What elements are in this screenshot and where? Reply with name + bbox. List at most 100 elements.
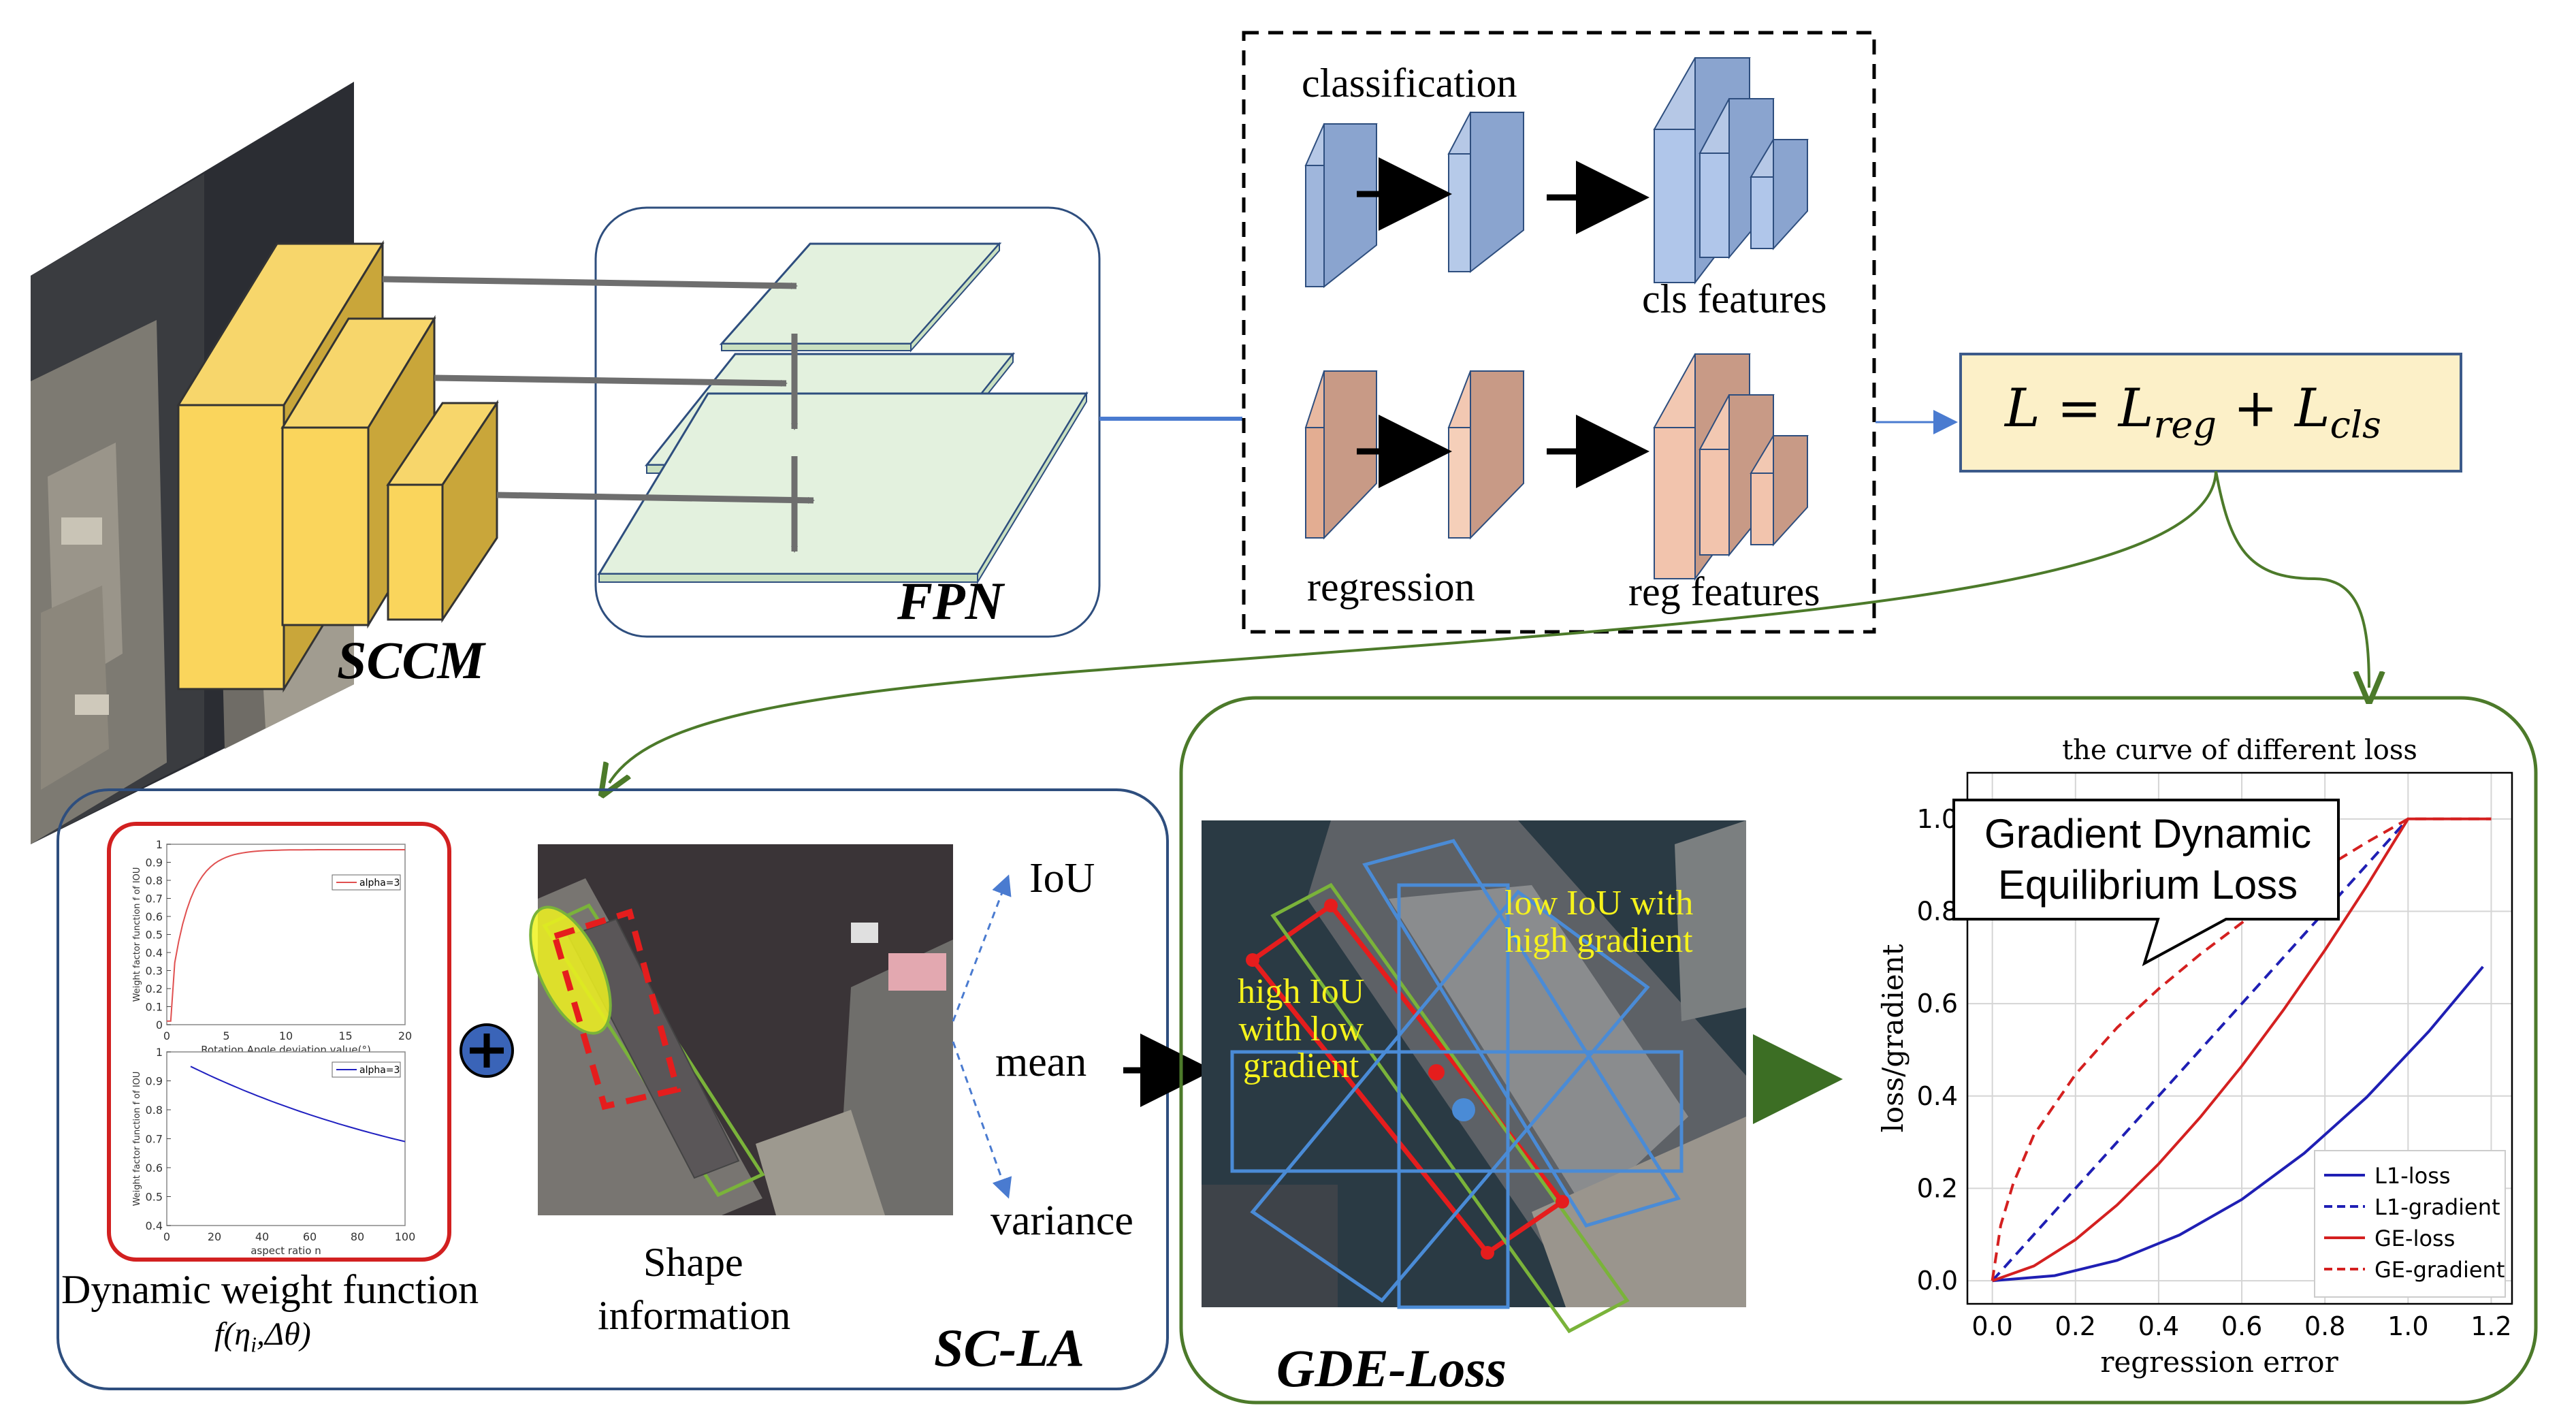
mini-y-tick-label: 0.8 (146, 874, 163, 887)
mini-x-tick-label: 60 (303, 1230, 317, 1243)
mini-x-tick-label: 10 (279, 1029, 293, 1042)
gde-aerial-image (1202, 820, 1746, 1334)
fpn-title: FPN (897, 571, 1003, 630)
gde-loss-title: GDE-Loss (1276, 1339, 1507, 1398)
chart-x-tick-label: 1.2 (2470, 1311, 2511, 1341)
sc-la-title: SC-LA (934, 1318, 1085, 1377)
mini-y-axis-label: Weight factor function f of IOU (132, 867, 142, 1002)
cls-features-label: cls features (1642, 276, 1827, 321)
loss-plus: + (2216, 378, 2295, 439)
mini-y-tick-label: 0.3 (146, 965, 163, 978)
gde-callout (1952, 799, 2340, 967)
loss-box (1959, 353, 2462, 473)
mini-x-tick-label: 0 (163, 1029, 170, 1042)
chart-y-tick-label: 0.2 (1917, 1173, 1958, 1203)
chart-y-tick-label: 0.6 (1917, 989, 1958, 1019)
high-iou-line3: gradient (1242, 1046, 1359, 1086)
chart-x-tick-label: 0.6 (2221, 1311, 2262, 1341)
callout-line1: Gradient Dynamic (1984, 811, 2312, 857)
chart-y-tick-label: 0.4 (1917, 1081, 1958, 1111)
mini-x-tick-label: 5 (223, 1029, 229, 1042)
high-iou-annotation: high IoU with low gradient (1238, 972, 1365, 1086)
chart-legend-label: GE-loss (2374, 1226, 2455, 1251)
mini-curve (190, 1066, 406, 1142)
detection-head-box (1242, 31, 1876, 634)
callout-line2: Equilibrium Loss (1997, 862, 2298, 908)
mini-y-tick-label: 0 (156, 1019, 163, 1031)
iou-label: IoU (1029, 855, 1095, 901)
mini-legend-label: alpha=3 (359, 1065, 400, 1076)
gde-loss-box (1179, 696, 2538, 1405)
mini-x-tick-label: 80 (351, 1230, 364, 1243)
chart-x-tick-label: 1.0 (2387, 1311, 2428, 1341)
shape-label-line2: information (598, 1293, 791, 1338)
head-arrows (1357, 157, 1649, 488)
loss-equation: L = Lreg + Lcls (2005, 378, 2381, 447)
to-variance-arrow (952, 1041, 1012, 1199)
loss-to-gde-arrow (2215, 470, 2369, 688)
chart-legend-label: L1-gradient (2374, 1194, 2500, 1220)
reg-features-label: reg features (1628, 569, 1820, 614)
mini-y-tick-label: 0.5 (146, 1191, 163, 1204)
to-iou-arrow (952, 874, 1012, 1022)
mini-x-tick-label: 15 (338, 1029, 352, 1042)
low-iou-line2: high gradient (1504, 921, 1693, 960)
formula-main: f(η (214, 1316, 251, 1352)
mini-legend-label: alpha=3 (359, 878, 400, 889)
dynamic-weight-function-label: Dynamic weight function (61, 1267, 479, 1312)
mini-x-tick-label: 0 (163, 1230, 170, 1243)
cls-branch (1304, 57, 1809, 289)
mini-y-tick-label: 0.7 (146, 1133, 163, 1146)
loss-reg-sub: reg (2153, 403, 2217, 447)
mini-y-tick-label: 0.4 (146, 1219, 163, 1232)
mini-curve (167, 849, 405, 1022)
chart-x-tick-label: 0.8 (2304, 1311, 2345, 1341)
mini-y-tick-label: 1 (156, 1046, 163, 1059)
plus-icon (460, 1023, 514, 1078)
mini-x-tick-label: 20 (208, 1230, 221, 1243)
mini-x-tick-label: 100 (395, 1230, 416, 1243)
low-iou-annotation: low IoU with high gradient (1504, 884, 1694, 960)
mini-y-tick-label: 1 (156, 838, 163, 851)
shape-label-line1: Shape (643, 1240, 743, 1285)
loss-L: L (2005, 378, 2040, 439)
mini-y-axis-label: Weight factor function f of IOU (132, 1072, 142, 1206)
mini-x-tick-label: 20 (398, 1029, 412, 1042)
chart-x-tick-label: 0.0 (1971, 1311, 2012, 1341)
chart-x-axis-label: regression error (2100, 1345, 2338, 1379)
classification-label: classification (1302, 61, 1517, 106)
loss-Lcls: L (2294, 378, 2330, 439)
mini-legend (332, 1061, 401, 1078)
mini-x-tick-label: 40 (255, 1230, 269, 1243)
mini-y-tick-label: 0.1 (146, 1001, 163, 1014)
sccm-to-fpn-arrows (382, 276, 815, 504)
chart-y-tick-label: 0.0 (1917, 1266, 1958, 1296)
loss-cls-sub: cls (2330, 403, 2381, 447)
loss-Lreg: L (2118, 378, 2154, 439)
formula-sub: i (251, 1332, 257, 1357)
formula-end: ,Δθ) (257, 1316, 311, 1352)
mini-y-tick-label: 0.7 (146, 893, 163, 906)
shape-information-image (529, 844, 953, 1215)
chart-y-tick-label: 1.0 (1917, 804, 1958, 834)
mini-y-tick-label: 0.8 (146, 1104, 163, 1117)
mini-y-tick-label: 0.6 (146, 1162, 163, 1174)
variance-label: variance (991, 1198, 1133, 1244)
mini-y-tick-label: 0.9 (146, 857, 163, 869)
high-iou-line1: high IoU (1238, 972, 1365, 1011)
chart-title: the curve of different loss (2062, 735, 2417, 766)
low-iou-line1: low IoU with (1504, 884, 1694, 923)
dynamic-weight-formula: f(ηi,Δθ) (214, 1315, 311, 1358)
chart-series-l1-loss (1992, 965, 2484, 1283)
sccm-title: SCCM (337, 630, 485, 690)
mini-legend (332, 874, 401, 891)
chart-series-ge-loss (1991, 817, 2492, 1282)
mini-x-axis-label: aspect ratio n (251, 1245, 321, 1257)
mini-plot-frame (166, 844, 406, 1025)
sccm-blocks (176, 240, 499, 693)
mean-label: mean (995, 1039, 1087, 1085)
